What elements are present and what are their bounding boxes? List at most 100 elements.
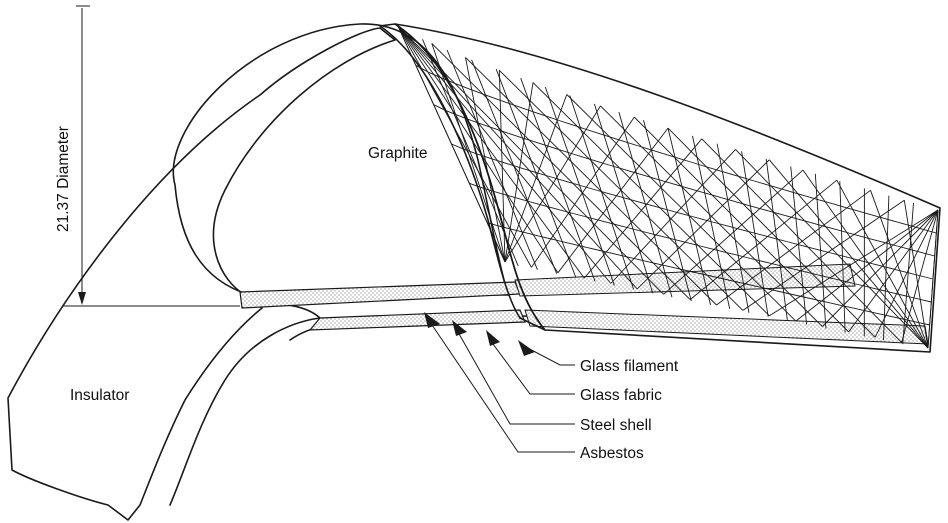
mesh-line xyxy=(504,82,534,263)
mesh-line xyxy=(431,43,506,263)
mesh-line xyxy=(531,116,635,268)
mesh-line xyxy=(768,159,929,349)
mesh-line xyxy=(636,145,651,151)
mesh-line xyxy=(559,179,573,184)
mesh-line xyxy=(519,106,534,113)
mesh-line xyxy=(863,309,875,314)
mesh-line xyxy=(735,149,929,349)
mesh-line xyxy=(643,202,657,208)
mesh-line xyxy=(746,257,759,261)
mesh-line xyxy=(796,218,810,223)
mesh-line xyxy=(740,228,753,234)
mesh-line xyxy=(885,314,897,319)
mesh-line xyxy=(902,202,914,345)
mesh-line xyxy=(716,143,750,313)
mesh-line xyxy=(896,245,910,250)
mesh-line xyxy=(623,140,638,146)
mesh-line xyxy=(752,232,765,237)
mesh-line xyxy=(754,180,768,186)
mesh-line xyxy=(870,190,929,349)
mesh-line xyxy=(859,235,873,240)
mesh-line xyxy=(608,252,621,256)
mesh-line xyxy=(872,263,886,268)
mesh-line xyxy=(740,176,755,182)
mesh-line xyxy=(785,292,797,296)
mesh-line xyxy=(767,184,781,190)
mesh-line xyxy=(675,157,690,162)
mesh-line xyxy=(526,200,539,205)
mesh-line xyxy=(544,86,615,286)
mesh-line xyxy=(520,78,596,282)
mesh-line xyxy=(571,182,585,187)
mesh-line xyxy=(663,169,804,295)
insulator-inner-edge xyxy=(169,301,321,506)
mesh-line xyxy=(532,111,547,117)
mesh-line xyxy=(714,168,729,174)
mesh-line xyxy=(701,138,902,343)
mesh-line xyxy=(686,270,698,274)
mesh-line xyxy=(397,25,638,290)
mesh-line xyxy=(701,165,716,170)
mesh-line xyxy=(696,190,710,195)
mesh-line xyxy=(504,94,568,263)
mesh-line xyxy=(480,186,493,192)
mesh-line xyxy=(921,252,935,257)
mesh-line xyxy=(618,111,673,298)
mesh-line xyxy=(584,128,599,134)
mesh-line xyxy=(920,275,934,280)
mesh-line xyxy=(610,149,736,284)
mesh-line xyxy=(684,186,697,192)
mesh-line xyxy=(471,59,558,274)
mesh-line xyxy=(815,273,828,278)
mesh-line xyxy=(642,231,655,235)
glass-fabric-layer xyxy=(239,281,521,309)
mesh-line xyxy=(834,228,848,233)
mesh-line xyxy=(793,191,807,197)
mesh-line xyxy=(583,156,597,162)
mesh-line xyxy=(607,192,621,198)
leader-glass-filament xyxy=(521,344,575,366)
mesh-line xyxy=(566,94,797,322)
mesh-line xyxy=(508,132,522,139)
mesh-line xyxy=(814,173,827,329)
mesh-line xyxy=(586,246,598,251)
mesh-line xyxy=(874,312,886,316)
mesh-line xyxy=(575,244,587,248)
mesh-line xyxy=(734,254,747,258)
mesh-line xyxy=(692,216,705,221)
mesh-line xyxy=(431,43,691,300)
mesh-line xyxy=(836,179,929,349)
mesh-line xyxy=(759,207,772,213)
mesh-line xyxy=(821,209,939,327)
mesh-line xyxy=(583,138,703,279)
mesh-line xyxy=(824,250,837,255)
mesh-line xyxy=(832,203,846,208)
mesh-line xyxy=(619,225,632,229)
mesh-line xyxy=(809,221,823,227)
steel-shell-label: Steel shell xyxy=(580,417,652,434)
mesh-line xyxy=(792,268,805,273)
mesh-line xyxy=(558,149,572,154)
mesh-line xyxy=(465,57,506,263)
mesh-line xyxy=(533,141,547,147)
mesh-line xyxy=(621,168,635,173)
mesh-line xyxy=(850,282,863,286)
lower-stipple-band xyxy=(524,309,929,345)
mesh-line xyxy=(610,136,625,142)
mesh-line xyxy=(630,257,643,261)
mesh-line xyxy=(546,145,560,151)
mesh-line xyxy=(919,298,932,303)
mesh-line xyxy=(746,204,760,209)
mesh-line xyxy=(796,295,809,299)
mesh-line xyxy=(668,209,681,214)
mesh-line xyxy=(569,95,635,290)
arrowhead-asbestos xyxy=(424,312,440,328)
asbestos-layer xyxy=(308,309,526,331)
mesh-line xyxy=(692,135,731,309)
mesh-line xyxy=(795,209,939,322)
mesh-line xyxy=(728,225,741,230)
mesh-line xyxy=(689,179,838,300)
mesh-line xyxy=(542,236,554,240)
mesh-line xyxy=(830,302,842,306)
